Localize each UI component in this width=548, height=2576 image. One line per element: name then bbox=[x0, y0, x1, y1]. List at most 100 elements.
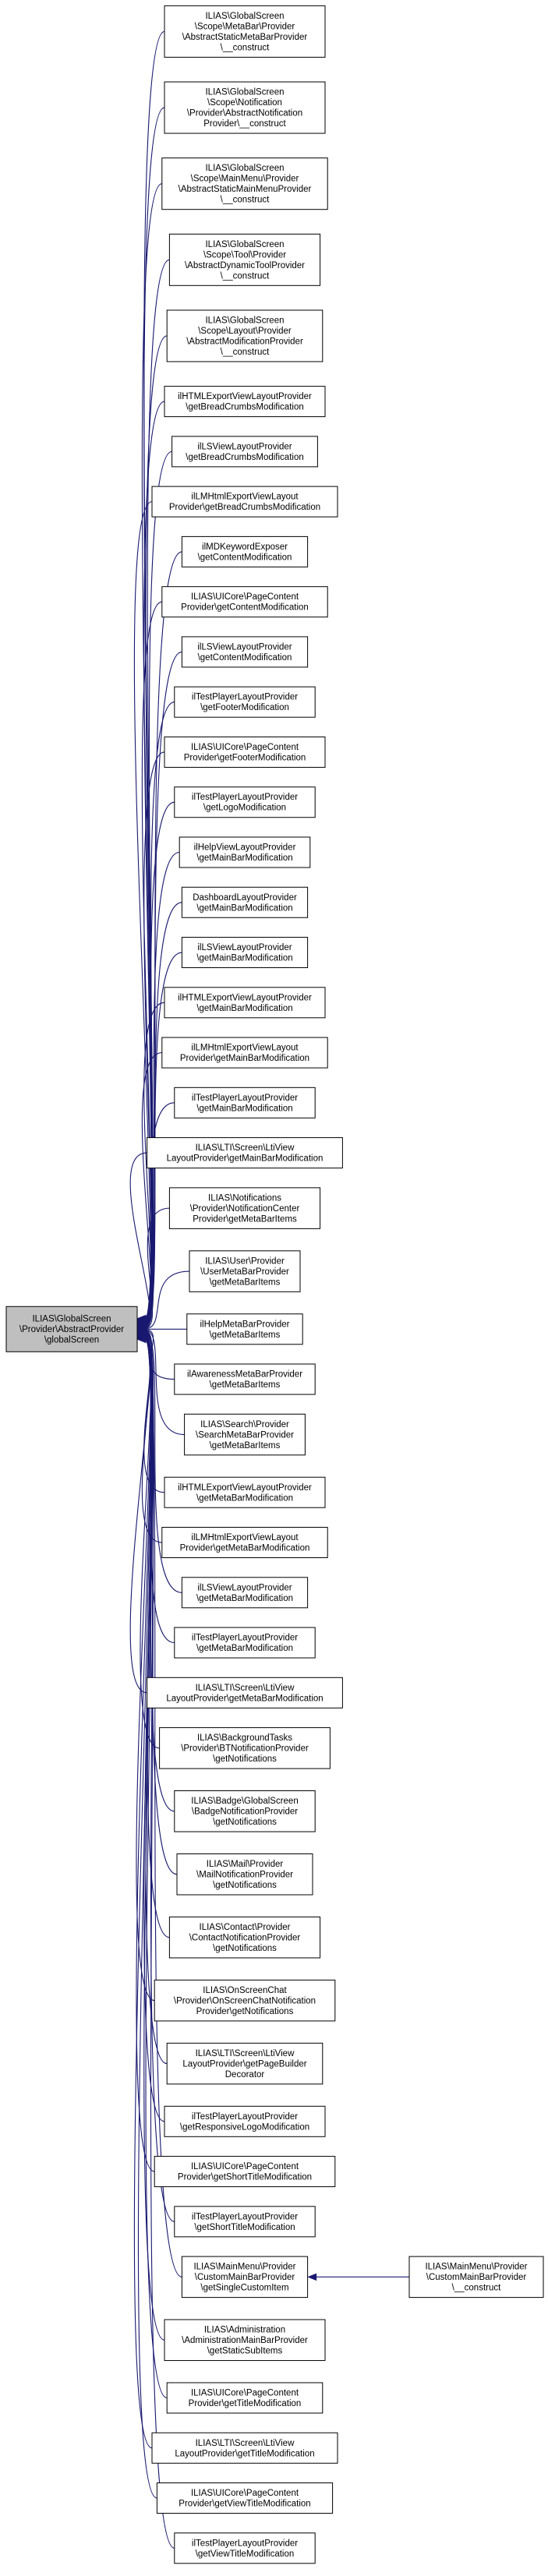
caller-node-n0-label-line: \Scope\MetaBar\Provider bbox=[195, 22, 295, 31]
caller-node-n38[interactable]: ILIAS\UICore\PageContentProvider\getShor… bbox=[154, 2156, 336, 2188]
caller-node-n1[interactable]: ILIAS\GlobalScreen\Scope\Notification\Pr… bbox=[164, 81, 326, 134]
caller-node-n42[interactable]: ILIAS\UICore\PageContentProvider\getTitl… bbox=[166, 2382, 323, 2414]
caller-node-n20[interactable]: ILIAS\LTI\Screen\LtiViewLayoutProvider\g… bbox=[147, 1137, 343, 1169]
caller-node-n45-label-line: \getViewTitleModification bbox=[196, 2549, 295, 2559]
root-node-global-screen[interactable]: ILIAS\GlobalScreen\Provider\AbstractProv… bbox=[5, 1306, 138, 1352]
caller-node-n4[interactable]: ILIAS\GlobalScreen\Scope\Layout\Provider… bbox=[166, 309, 323, 362]
caller-node-n22-label-line: ILIAS\User\Provider bbox=[205, 1256, 285, 1266]
caller-node-n45[interactable]: ilTestPlayerLayoutProvider\getViewTitleM… bbox=[174, 2532, 316, 2564]
caller-node-n17-label-line: \getMainBarModification bbox=[196, 1004, 292, 1013]
caller-node-n0[interactable]: ILIAS\GlobalScreen\Scope\MetaBar\Provide… bbox=[164, 5, 326, 58]
caller-node-n12-box bbox=[164, 736, 326, 768]
caller-node-n30-label-line: LayoutProvider\getMetaBarModification bbox=[166, 1694, 323, 1703]
root-node-global-screen-label-line: \globalScreen bbox=[44, 1336, 99, 1345]
caller-node-n35-label-line: \Provider\OnScreenChatNotification bbox=[174, 1996, 316, 2005]
caller-node-n33[interactable]: ILIAS\Mail\Provider\MailNotificationProv… bbox=[176, 1853, 313, 1896]
caller-node-n4-label-line: \__construct bbox=[221, 348, 270, 357]
caller-node-n2-label-line: \AbstractStaticMainMenuProvider bbox=[179, 185, 312, 194]
edge-n21 bbox=[144, 1207, 170, 1329]
caller-node-n10[interactable]: ilLSViewLayoutProvider\getContentModific… bbox=[181, 636, 309, 668]
caller-node-n1-label-line: ILIAS\GlobalScreen bbox=[205, 88, 284, 97]
caller-node-n32[interactable]: ILIAS\Badge\GlobalScreen\BadgeNotificati… bbox=[174, 1790, 316, 1832]
caller-node-n40[interactable]: ILIAS\MainMenu\Provider\CustomMainBarPro… bbox=[181, 2256, 309, 2299]
caller-node-n43[interactable]: ILIAS\LTI\Screen\LtiViewLayoutProvider\g… bbox=[151, 2432, 338, 2464]
caller-node-n33-label-line: ILIAS\Mail\Provider bbox=[207, 1860, 284, 1869]
caller-node-n16-box bbox=[181, 937, 309, 969]
caller-node-n35[interactable]: ILIAS\OnScreenChat\Provider\OnScreenChat… bbox=[154, 1979, 336, 2022]
caller-node-n27[interactable]: ilLMHtmlExportViewLayoutProvider\getMeta… bbox=[161, 1527, 328, 1559]
caller-node-n8-label-line: \getContentModification bbox=[198, 553, 292, 562]
caller-node-n17-box bbox=[164, 987, 326, 1019]
caller-node-n22[interactable]: ILIAS\User\Provider\UserMetaBarProvider\… bbox=[189, 1250, 301, 1292]
caller-node-n13[interactable]: ilTestPlayerLayoutProvider\getLogoModifi… bbox=[174, 786, 316, 818]
caller-node-n28[interactable]: ilLSViewLayoutProvider\getMetaBarModific… bbox=[181, 1577, 309, 1609]
caller-node-n19-label-line: \getMainBarModification bbox=[196, 1104, 292, 1113]
caller-node-n41[interactable]: ILIAS\Administration\AdministrationMainB… bbox=[164, 2319, 326, 2362]
caller-node-n15[interactable]: DashboardLayoutProvider\getMainBarModifi… bbox=[181, 886, 309, 918]
caller-node-n5-box bbox=[164, 386, 326, 418]
caller-node-n39[interactable]: ilTestPlayerLayoutProvider\getShortTitle… bbox=[174, 2206, 316, 2238]
caller-node-n25-box bbox=[184, 1413, 306, 1456]
caller-node-n18-label-line: Provider\getMainBarModification bbox=[180, 1054, 309, 1063]
caller-node-n40-label-line: \CustomMainBarProvider bbox=[195, 2273, 295, 2282]
edge-n22 bbox=[144, 1270, 190, 1330]
caller-node-n21-label-line: ILIAS\Notifications bbox=[208, 1193, 281, 1203]
caller-node-n42-label-line: ILIAS\UICore\PageContent bbox=[191, 2388, 299, 2398]
caller-node-n41-label-line: \AdministrationMainBarProvider bbox=[182, 2336, 308, 2345]
caller-node-n3[interactable]: ILIAS\GlobalScreen\Scope\Tool\Provider\A… bbox=[168, 233, 321, 286]
caller-node-n19[interactable]: ilTestPlayerLayoutProvider\getMainBarMod… bbox=[174, 1087, 316, 1118]
caller-node-n2[interactable]: ILIAS\GlobalScreen\Scope\MainMenu\Provid… bbox=[161, 157, 328, 210]
caller-node-n45-label-line: ilTestPlayerLayoutProvider bbox=[192, 2539, 298, 2548]
arrowhead-secondary bbox=[307, 2273, 317, 2281]
caller-node-n26[interactable]: ilHTMLExportViewLayoutProvider\getMetaBa… bbox=[164, 1476, 326, 1508]
caller-node-n5-label-line: ilHTMLExportViewLayoutProvider bbox=[178, 392, 312, 401]
root-node-global-screen-box bbox=[5, 1306, 138, 1352]
edge-n45 bbox=[144, 1338, 175, 2549]
caller-node-n8[interactable]: ilMDKeywordExposer\getContentModificatio… bbox=[181, 535, 309, 567]
caller-node-n12-label-line: ILIAS\UICore\PageContent bbox=[191, 743, 299, 752]
caller-node-n39-box bbox=[174, 2206, 316, 2238]
caller-node-n35-label-line: ILIAS\OnScreenChat bbox=[203, 1986, 287, 1995]
edge-n40 bbox=[144, 1336, 182, 2277]
caller-node-n18[interactable]: ilLMHtmlExportViewLayoutProvider\getMain… bbox=[161, 1037, 328, 1069]
caller-node-n37[interactable]: ilTestPlayerLayoutProvider\getResponsive… bbox=[164, 2105, 326, 2137]
caller-node-n0-label-line: \__construct bbox=[221, 43, 270, 52]
caller-node-n17[interactable]: ilHTMLExportViewLayoutProvider\getMainBa… bbox=[164, 987, 326, 1019]
caller-node-n12[interactable]: ILIAS\UICore\PageContentProvider\getFoot… bbox=[164, 736, 326, 768]
secondary-node-custom-mainbar-construct[interactable]: ILIAS\MainMenu\Provider\CustomMainBarPro… bbox=[408, 2256, 544, 2299]
caller-node-n18-label-line: ilLMHtmlExportViewLayout bbox=[191, 1044, 299, 1053]
caller-node-n34[interactable]: ILIAS\Contact\Provider\ContactNotificati… bbox=[168, 1916, 321, 1959]
caller-node-n15-label-line: \getMainBarModification bbox=[196, 903, 292, 913]
caller-node-n16[interactable]: ilLSViewLayoutProvider\getMainBarModific… bbox=[181, 937, 309, 969]
caller-node-n31[interactable]: ILIAS\BackgroundTasks\Provider\BTNotific… bbox=[159, 1727, 331, 1769]
caller-node-n30[interactable]: ILIAS\LTI\Screen\LtiViewLayoutProvider\g… bbox=[147, 1677, 343, 1708]
caller-node-n24[interactable]: ilAwarenessMetaBarProvider\getMetaBarIte… bbox=[174, 1363, 316, 1395]
caller-node-n32-label-line: \getNotifications bbox=[213, 1818, 277, 1827]
secondary-node-custom-mainbar-construct-box bbox=[408, 2256, 544, 2299]
caller-node-n36[interactable]: ILIAS\LTI\Screen\LtiViewLayoutProvider\g… bbox=[166, 2042, 323, 2085]
caller-node-n21[interactable]: ILIAS\Notifications\Provider\Notificatio… bbox=[168, 1187, 321, 1229]
caller-node-n25-label-line: ILIAS\Search\Provider bbox=[200, 1420, 289, 1429]
caller-node-n39-label-line: ilTestPlayerLayoutProvider bbox=[192, 2212, 298, 2221]
caller-node-n38-box bbox=[154, 2156, 336, 2188]
caller-node-n8-box bbox=[181, 535, 309, 567]
caller-node-n25[interactable]: ILIAS\Search\Provider\SearchMetaBarProvi… bbox=[184, 1413, 306, 1456]
caller-node-n40-box bbox=[181, 2256, 309, 2299]
caller-node-n34-label-line: \getNotifications bbox=[213, 1944, 277, 1953]
caller-node-n14[interactable]: ilHelpViewLayoutProvider\getMainBarModif… bbox=[179, 836, 311, 868]
caller-node-n6[interactable]: ilLSViewLayoutProvider\getBreadCrumbsMod… bbox=[171, 436, 318, 468]
caller-node-n5[interactable]: ilHTMLExportViewLayoutProvider\getBreadC… bbox=[164, 386, 326, 418]
caller-node-n23[interactable]: ilHelpMetaBarProvider\getMetaBarItems bbox=[186, 1313, 303, 1345]
caller-node-n11-label-line: ilTestPlayerLayoutProvider bbox=[192, 693, 298, 702]
caller-node-n11[interactable]: ilTestPlayerLayoutProvider\getFooterModi… bbox=[174, 686, 316, 718]
caller-node-n23-box bbox=[186, 1313, 303, 1345]
caller-node-n7[interactable]: ilLMHtmlExportViewLayoutProvider\getBrea… bbox=[151, 486, 338, 518]
caller-node-n29[interactable]: ilTestPlayerLayoutProvider\getMetaBarMod… bbox=[174, 1627, 316, 1659]
caller-node-n9[interactable]: ILIAS\UICore\PageContentProvider\getCont… bbox=[161, 586, 328, 618]
caller-node-n27-label-line: ilLMHtmlExportViewLayout bbox=[191, 1533, 299, 1542]
caller-node-n43-label-line: ILIAS\LTI\Screen\LtiView bbox=[196, 2439, 295, 2448]
caller-node-n44[interactable]: ILIAS\UICore\PageContentProvider\getView… bbox=[156, 2482, 334, 2514]
caller-node-n26-box bbox=[164, 1476, 326, 1508]
caller-node-n13-label-line: ilTestPlayerLayoutProvider bbox=[192, 793, 298, 802]
caller-node-n21-box bbox=[168, 1187, 321, 1229]
